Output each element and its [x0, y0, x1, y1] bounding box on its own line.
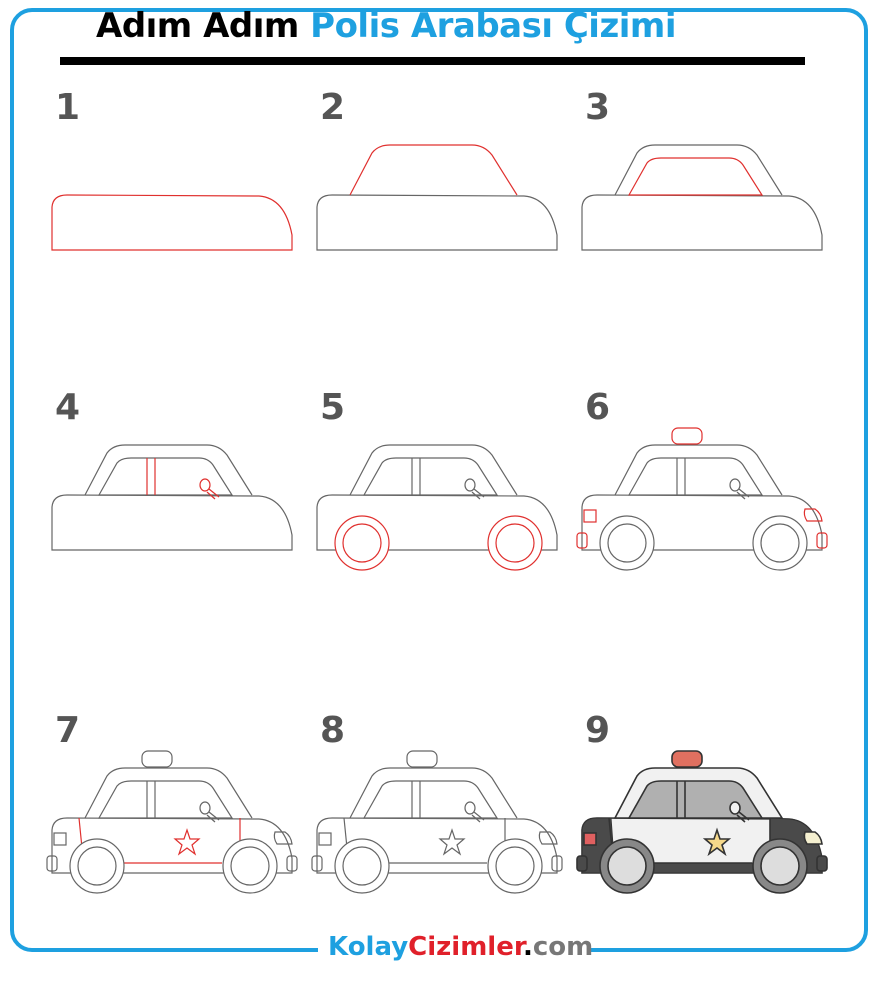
front-bumper: [816, 855, 828, 872]
car-window: [627, 157, 764, 196]
tail-light: [318, 832, 332, 846]
car-body: [316, 194, 558, 251]
step-number: 8: [320, 710, 346, 751]
front-bumper: [816, 532, 828, 549]
step-number: 9: [585, 710, 611, 751]
mirror-arm: [206, 811, 220, 823]
step-6-drawing: [576, 427, 828, 571]
head-light: [803, 831, 823, 845]
car-body: [51, 817, 293, 874]
car-body: [581, 194, 823, 251]
step-number: 1: [55, 87, 81, 128]
logo-kolay: Kolay: [328, 932, 409, 962]
frame-gap: [318, 940, 590, 964]
rear-bumper: [311, 855, 323, 872]
front-bumper: [286, 855, 298, 872]
front-wheel-hub: [760, 523, 800, 563]
rear-wheel-hub: [342, 846, 382, 886]
car-window: [627, 780, 764, 819]
side-mirror: [729, 801, 741, 815]
title-underline: [60, 57, 805, 65]
step-1-drawing: [51, 194, 293, 251]
tail-light: [583, 509, 597, 523]
title-part-1: Adım Adım: [96, 6, 299, 46]
side-mirror: [729, 478, 741, 492]
step-9-drawing: [576, 750, 828, 894]
step-number: 3: [585, 87, 611, 128]
rear-wheel-hub: [607, 523, 647, 563]
logo-com: com: [532, 932, 594, 962]
step-3-drawing: [581, 144, 823, 251]
siren-light: [671, 427, 703, 445]
head-light: [803, 508, 823, 522]
front-bumper: [551, 855, 563, 872]
side-mirror: [199, 478, 211, 492]
step-number: 5: [320, 387, 346, 428]
front-wheel-hub: [760, 846, 800, 886]
front-wheel-hub: [230, 846, 270, 886]
page-title: Adım Adım Polis Arabası Çizimi: [96, 6, 676, 46]
rear-bumper: [576, 855, 588, 872]
step-number: 2: [320, 87, 346, 128]
star-badge: [702, 827, 732, 857]
tail-light: [583, 832, 597, 846]
step-number: 7: [55, 710, 81, 751]
rear-bumper: [576, 532, 588, 549]
car-body: [51, 194, 293, 251]
car-body: [316, 494, 558, 551]
siren-light: [671, 750, 703, 768]
step-5-drawing: [316, 444, 558, 571]
step-number: 4: [55, 387, 81, 428]
rear-wheel-hub: [607, 846, 647, 886]
side-mirror: [464, 478, 476, 492]
car-body: [581, 494, 823, 551]
car-roof: [614, 444, 783, 496]
mirror-arm: [471, 811, 485, 823]
car-roof: [349, 444, 518, 496]
car-window: [97, 457, 234, 496]
logo-cizimler: Cizimler: [408, 932, 523, 962]
step-2-drawing: [316, 144, 558, 251]
car-window: [362, 780, 499, 819]
star-badge: [438, 828, 466, 856]
step-number: 6: [585, 387, 611, 428]
front-wheel-hub: [495, 523, 535, 563]
siren-light: [141, 750, 173, 768]
tail-light: [53, 832, 67, 846]
car-roof: [84, 767, 253, 819]
rear-wheel-hub: [342, 523, 382, 563]
car-body: [316, 817, 558, 874]
front-wheel-hub: [495, 846, 535, 886]
siren-light: [406, 750, 438, 768]
site-logo: KolayCizimler.com: [328, 932, 593, 962]
rear-wheel-hub: [77, 846, 117, 886]
car-roof: [349, 144, 518, 196]
head-light: [273, 831, 293, 845]
title-part-2: Polis Arabası Çizimi: [310, 6, 676, 46]
car-window: [362, 457, 499, 496]
car-window: [97, 780, 234, 819]
step-7-drawing: [46, 750, 298, 894]
logo-dot: .: [522, 932, 533, 962]
car-roof: [84, 444, 253, 496]
mirror-arm: [736, 811, 750, 823]
car-roof: [614, 144, 783, 196]
step-8-drawing: [311, 750, 563, 894]
car-window: [627, 457, 764, 496]
car-roof: [349, 767, 518, 819]
side-mirror: [199, 801, 211, 815]
car-body: [51, 494, 293, 551]
step-4-drawing: [51, 444, 293, 551]
mirror-arm: [736, 488, 750, 500]
side-mirror: [464, 801, 476, 815]
head-light: [538, 831, 558, 845]
mirror-arm: [206, 488, 220, 500]
mirror-arm: [471, 488, 485, 500]
rear-bumper: [46, 855, 58, 872]
star-badge: [173, 828, 201, 856]
